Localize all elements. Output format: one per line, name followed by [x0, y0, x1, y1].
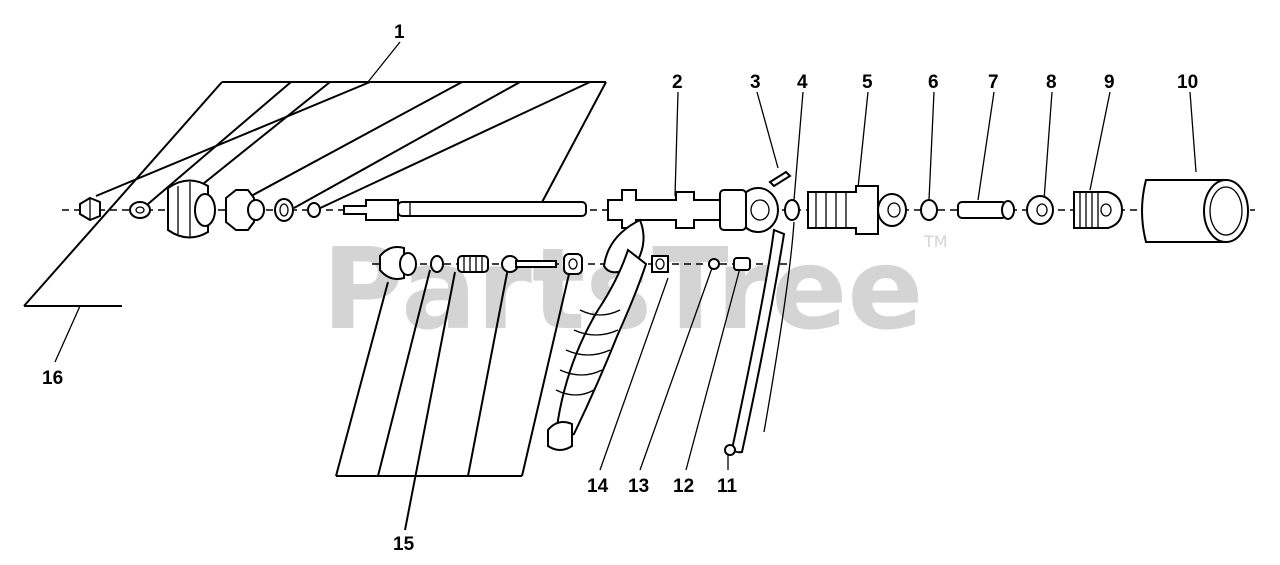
- part-4-o-ring: [784, 199, 800, 221]
- part-6-o-ring: [920, 199, 938, 221]
- part-7-sleeve: [957, 200, 1015, 220]
- callout-5: 5: [862, 72, 873, 93]
- callout-7: 7: [988, 72, 999, 93]
- part-lance-tube: [343, 199, 587, 221]
- group-1-bracket: [23, 81, 607, 307]
- part-8-washer: [1026, 195, 1054, 225]
- callout-1: 1: [394, 22, 405, 43]
- leader-lines: [54, 41, 1197, 471]
- part-handle-grip: [547, 248, 648, 451]
- callout-4: 4: [797, 72, 808, 93]
- callout-2: 2: [672, 72, 683, 93]
- part-lower-pin: [501, 255, 557, 273]
- callout-12: 12: [673, 476, 694, 497]
- part-14-plug: [651, 255, 669, 273]
- part-10-shroud: [1141, 179, 1249, 243]
- part-2-gun-body: [602, 187, 779, 274]
- callout-11: 11: [717, 476, 738, 497]
- part-11-trigger-lock: [724, 444, 736, 456]
- part-o-ring-small: [307, 202, 321, 218]
- part-lower-seat: [563, 253, 583, 275]
- callout-3: 3: [750, 72, 761, 93]
- part-9-nut: [1073, 191, 1124, 229]
- callout-16: 16: [42, 368, 63, 389]
- callout-15: 15: [393, 534, 415, 555]
- watermark-trademark: TM: [923, 232, 948, 251]
- callout-8: 8: [1046, 72, 1057, 93]
- callout-9: 9: [1104, 72, 1115, 93]
- part-5-nozzle-body: [807, 185, 907, 235]
- callout-14: 14: [587, 476, 609, 497]
- part-ring: [274, 198, 294, 222]
- part-lower-spring: [457, 255, 489, 273]
- part-13-ball: [708, 258, 720, 270]
- part-12-spring: [733, 257, 751, 271]
- callout-13: 13: [628, 476, 649, 497]
- part-16-nut: [79, 196, 101, 222]
- callout-6: 6: [928, 72, 939, 93]
- part-lower-cap: [379, 246, 417, 280]
- group-15-bracket: [335, 267, 570, 531]
- part-hex-nut: [225, 189, 265, 231]
- part-lower-o-ring: [430, 255, 444, 273]
- part-cap-nut: [167, 179, 216, 239]
- part-3-pin: [768, 170, 792, 188]
- part-washer-small: [129, 201, 151, 219]
- callout-10: 10: [1177, 72, 1198, 93]
